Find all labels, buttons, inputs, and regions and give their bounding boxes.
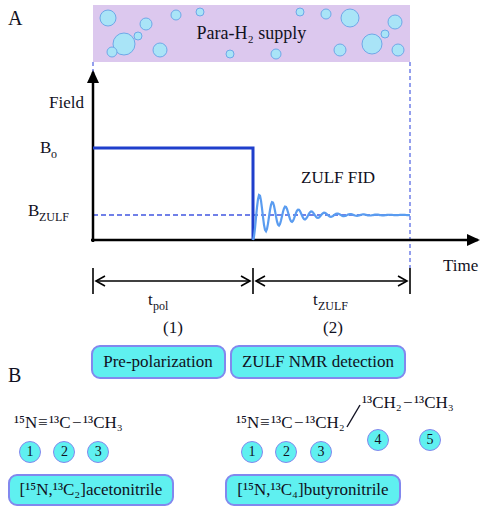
- atom: ¹⁵N: [14, 413, 37, 433]
- atom: ¹³C: [271, 413, 293, 433]
- field-subscript: ZULF: [39, 211, 69, 225]
- bubble: [271, 49, 281, 59]
- bubbles: [100, 8, 404, 59]
- bubble: [100, 10, 116, 26]
- time-symbol: t: [148, 290, 153, 310]
- callout-number: 2: [61, 444, 68, 460]
- bond: ≡: [260, 413, 270, 433]
- bubble: [107, 47, 117, 57]
- callout-number: 3: [318, 444, 325, 460]
- field-subscript: o: [51, 148, 57, 162]
- box-text: Para-H₂ supply: [192, 22, 312, 45]
- bond: ≡: [38, 413, 48, 433]
- atom-number: 2: [275, 441, 297, 463]
- box-text: Pre-polarization: [103, 352, 213, 372]
- callout-number: 1: [27, 444, 34, 460]
- time-brackets: [93, 268, 410, 294]
- time-axis: [91, 239, 478, 242]
- time-symbol: t: [313, 290, 318, 310]
- panel-letter: A: [8, 7, 22, 30]
- signal-label: ZULF FID: [301, 168, 375, 188]
- bubble: [153, 43, 167, 57]
- bond-line: [347, 405, 360, 427]
- callout-number: 5: [427, 432, 434, 448]
- panel-letter: B: [8, 364, 21, 387]
- field-symbol: B: [40, 138, 51, 158]
- callout-number: 1: [249, 444, 256, 460]
- step-number: (1): [163, 318, 183, 338]
- callout-number: 2: [283, 444, 290, 460]
- bubble: [140, 18, 152, 30]
- bond: −: [72, 413, 82, 433]
- atom-number: 1: [19, 441, 41, 463]
- bubble: [362, 34, 382, 54]
- axis-label: Time: [443, 256, 478, 276]
- bubble: [381, 30, 389, 38]
- atom-number: 5: [419, 429, 441, 451]
- callout-number: 3: [95, 444, 102, 460]
- axis-label: Field: [49, 93, 84, 113]
- dashed-marker: [92, 62, 94, 72]
- molecule-box: [¹⁵N,¹³C₄]butyronitrile: [225, 474, 400, 506]
- bubble: [334, 44, 346, 56]
- time-subscript: pol: [153, 300, 168, 314]
- atom-number: 2: [53, 441, 75, 463]
- callout-number: 4: [375, 432, 382, 448]
- bubble: [341, 9, 359, 27]
- supply-band-label: Para-H₂ supply: [93, 5, 410, 62]
- time-subscript: ZULF: [318, 300, 348, 314]
- bubble: [392, 44, 404, 56]
- field-symbol: B: [28, 201, 39, 221]
- box-text: [¹⁵N,¹³C₄]butyronitrile: [237, 480, 388, 500]
- atom-number: 4: [367, 429, 389, 451]
- bond: −: [403, 393, 413, 413]
- atom: ¹³CH₂: [362, 393, 402, 413]
- bubble: [321, 9, 331, 19]
- step-box: ZULF NMR detection: [230, 345, 406, 379]
- dashed-marker: [409, 62, 411, 268]
- step-number: (2): [323, 318, 343, 338]
- atom: ¹³CH₃: [414, 393, 454, 413]
- atom: ¹³CH₃: [83, 413, 123, 433]
- bubble: [171, 10, 181, 20]
- bubble: [134, 32, 142, 40]
- atom: ¹³CH₂: [305, 413, 345, 433]
- fid-signal: [253, 195, 410, 240]
- step-box: Pre-polarization: [91, 345, 226, 379]
- field-step: [93, 148, 253, 240]
- supply-band: [93, 5, 410, 62]
- atom-number: 3: [87, 441, 109, 463]
- bubble: [296, 8, 304, 16]
- atom: ¹³C: [49, 413, 71, 433]
- bond: −: [294, 413, 304, 433]
- atom-number: 3: [310, 441, 332, 463]
- atom: ¹⁵N: [236, 413, 259, 433]
- box-text: [¹⁵N,¹³C₂]acetonitrile: [20, 480, 163, 500]
- bubble: [388, 15, 402, 29]
- field-axis: [92, 72, 95, 242]
- bubble: [196, 8, 204, 16]
- molecule-box: [¹⁵N,¹³C₂]acetonitrile: [8, 474, 175, 506]
- bubble: [226, 50, 234, 58]
- atom-number: 1: [241, 441, 263, 463]
- box-text: ZULF NMR detection: [242, 352, 394, 372]
